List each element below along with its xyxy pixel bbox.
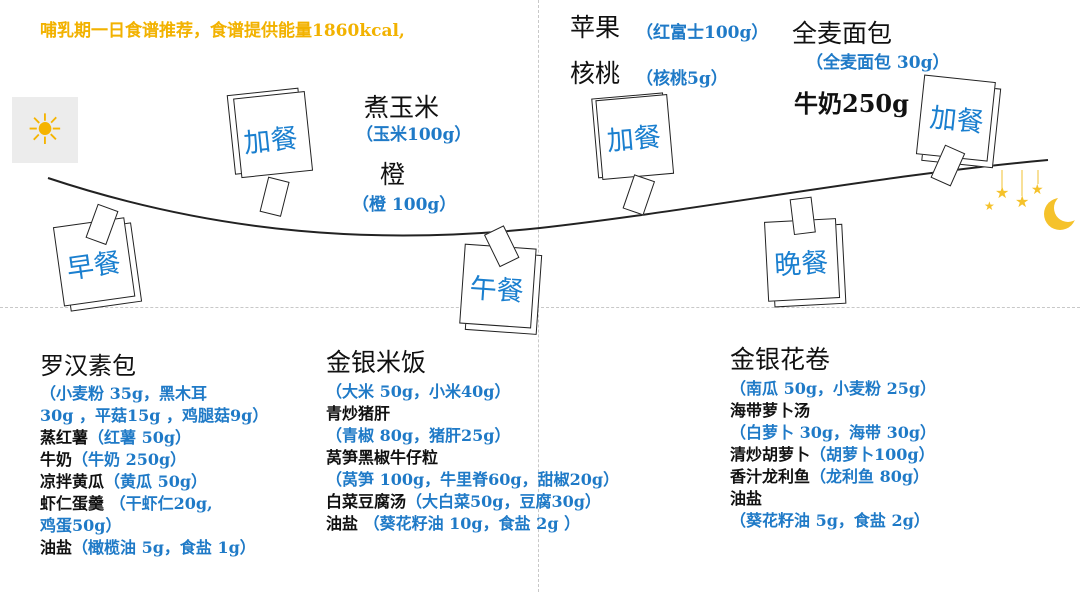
menu-line: 油盐（橄榄油 5g，食盐 1g） [40,538,256,557]
snack1-item2: 橙 [380,160,406,189]
horizontal-guide-line [0,307,1080,308]
page-title: 哺乳期一日食谱推荐，食谱提供能量1860kcal, [40,21,405,41]
breakfast-title: 罗汉素包 [40,352,136,380]
svg-text:★: ★ [1031,182,1044,198]
snack2-item1: 苹果 [570,13,621,42]
svg-text:★: ★ [995,183,1009,202]
menu-line: （小麦粉 35g，黑木耳 [40,384,208,403]
lunch-label: 午餐 [468,273,525,308]
snack1-item1: 煮玉米 [364,93,440,122]
menu-line: （大米 50g，小米40g） [326,382,511,401]
breakfast-menu: 罗汉素包 （小麦粉 35g，黑木耳 30g ，平菇15g ，鸡腿菇9g） 蒸红薯… [40,346,268,559]
menu-line: 清炒胡萝卜（胡萝卜100g） [730,445,935,464]
breakfast-note: 早餐 [52,203,143,312]
dinner-note: 晚餐 [764,196,847,308]
snack1-item2-detail: （橙 100g） [352,195,457,215]
evening-snack-note: 加餐 [915,74,1002,187]
svg-text:★: ★ [1015,192,1029,211]
snack1-item1-detail: （玉米100g） [356,125,472,145]
snack2-item1-detail: （红富士100g） [636,23,769,43]
menu-line: 油盐 （葵花籽油 10g，食盐 2g ） [326,514,581,533]
menu-line: 莴笋黑椒牛仔粒 [326,448,439,467]
menu-line: 凉拌黄瓜（黄瓜 50g） [40,472,208,491]
snack3-item1-detail: （全麦面包 30g） [806,53,950,73]
lunch-menu: 金银米饭 （大米 50g，小米40g） 青炒猪肝 （青椒 80g，猪肝25g） … [326,343,619,535]
dinner-label: 晚餐 [773,247,830,282]
snack3-item2: 牛奶250g [794,89,909,118]
menu-line: 鸡蛋50g） [40,516,122,535]
dinner-title: 金银花卷 [730,345,831,374]
afternoon-snack-label: 加餐 [605,121,663,158]
menu-line: （葵花籽油 5g，食盐 2g） [730,511,930,530]
menu-line: 白菜豆腐汤（大白菜50g，豆腐30g） [326,492,601,511]
lunch-note: 午餐 [459,225,543,335]
menu-line: 牛奶（牛奶 250g） [40,450,187,469]
menu-line: （白萝卜 30g，海带 30g） [730,423,937,442]
afternoon-snack-note: 加餐 [585,87,675,216]
note-tape [789,196,816,236]
menu-line: 虾仁蛋羹 （干虾仁20g, [40,494,213,513]
lunch-title: 金银米饭 [326,348,427,377]
menu-line: 蒸红薯（红薯 50g） [40,428,192,447]
menu-line: 海带萝卜汤 [730,401,811,420]
menu-line: 30g ，平菇15g ，鸡腿菇9g） [40,406,269,425]
moon-and-stars-icon: ★ ★ ★ ★ [984,170,1080,230]
sun-icon: ☀ [12,97,78,163]
menu-line: （南瓜 50g，小麦粉 25g） [730,379,937,398]
menu-line: 油盐 [730,489,763,508]
svg-text:★: ★ [984,199,995,213]
morning-snack-note: 加餐 [220,83,314,217]
snack2-item2-detail: （核桃5g） [636,69,728,89]
menu-line: （莴笋 100g，牛里脊60g，甜椒20g） [326,470,620,489]
menu-line: 青炒猪肝 [326,404,391,423]
menu-line: （青椒 80g，猪肝25g） [326,426,511,445]
menu-line: 香汁龙利鱼（龙利鱼 80g） [730,467,930,486]
dinner-menu: 金银花卷 （南瓜 50g，小麦粉 25g） 海带萝卜汤 （白萝卜 30g，海带 … [730,340,936,532]
snack3-item1: 全麦面包 [792,19,893,48]
snack2-item2: 核桃 [570,59,621,88]
